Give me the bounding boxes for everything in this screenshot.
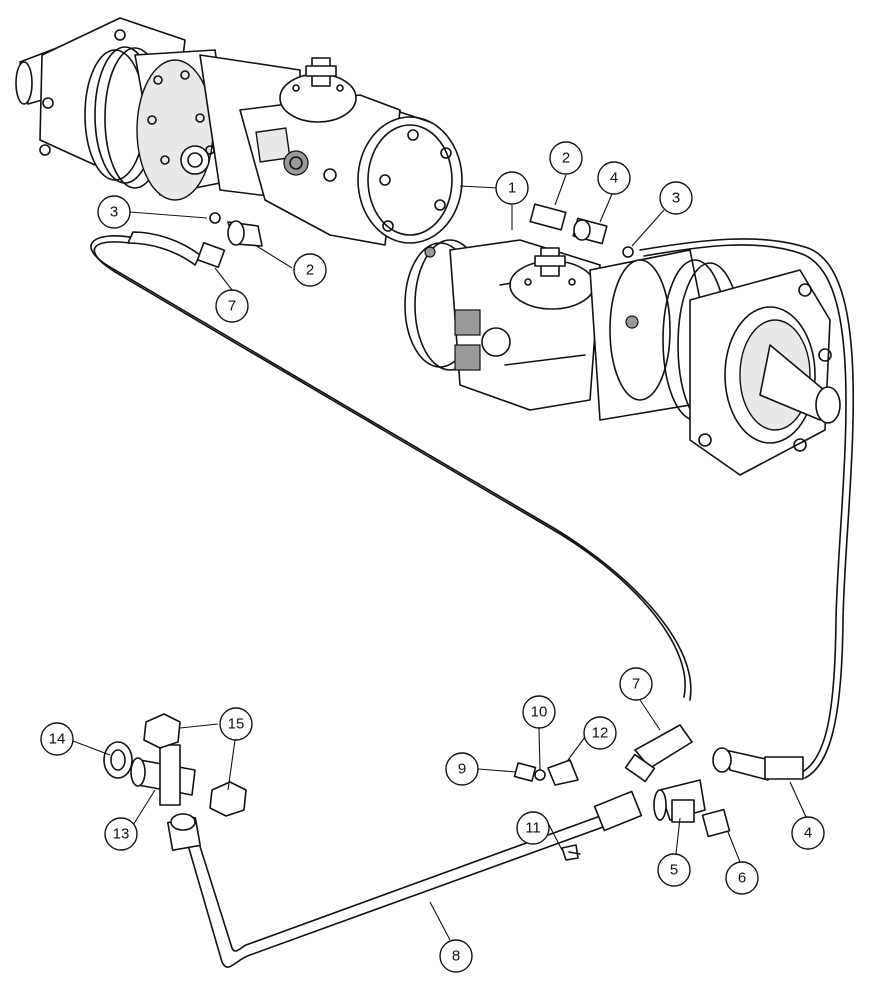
callout-11-label: 11 (525, 820, 541, 837)
callout-6-label: 6 (738, 870, 746, 887)
callout-10: 10 (522, 695, 556, 729)
callout-1: 1 (495, 171, 529, 205)
callout-13-label: 13 (113, 826, 130, 843)
callout-15: 15 (219, 707, 253, 741)
callout-14-label: 14 (49, 731, 66, 748)
callout-3-label: 3 (672, 190, 680, 207)
callout-2-label: 2 (306, 262, 314, 279)
callout-8-label: 8 (452, 948, 460, 965)
leader-lines (72, 174, 807, 941)
callout-15-label: 15 (228, 716, 245, 733)
callout-4-label: 4 (610, 170, 618, 187)
lower-motor-assembly (404, 239, 841, 476)
callout-3-label: 3 (110, 204, 118, 221)
callout-12-label: 12 (592, 725, 609, 742)
callout-3-left: 3 (97, 195, 131, 229)
callout-5: 5 (657, 853, 691, 887)
callout-7-label: 7 (228, 298, 236, 315)
callout-7-lower: 7 (619, 667, 653, 701)
callout-2-upper-left: 2 (293, 253, 327, 287)
callout-7-label: 7 (632, 676, 640, 693)
callout-4-lower: 4 (791, 816, 825, 850)
callout-14: 14 (40, 722, 74, 756)
callout-12: 12 (583, 716, 617, 750)
callout-2-upper-right: 2 (549, 141, 583, 175)
callout-11: 11 (516, 811, 550, 845)
callout-9: 9 (445, 752, 479, 786)
callout-5-label: 5 (670, 862, 678, 879)
callout-7-upper: 7 (215, 289, 249, 323)
callout-1-label: 1 (508, 180, 516, 197)
callout-8: 8 (439, 939, 473, 973)
callout-4-label: 4 (804, 825, 812, 842)
callout-10-label: 10 (531, 704, 548, 721)
callout-2-label: 2 (562, 150, 570, 167)
hose-routing (90, 235, 854, 779)
upper-fittings (127, 203, 634, 269)
callout-9-label: 9 (458, 761, 466, 778)
upper-motor-assembly (15, 17, 463, 246)
callout-4-upper: 4 (597, 161, 631, 195)
callout-6: 6 (725, 861, 759, 895)
callout-3-right: 3 (659, 181, 693, 215)
lower-fittings (103, 713, 804, 968)
callout-13: 13 (104, 817, 138, 851)
